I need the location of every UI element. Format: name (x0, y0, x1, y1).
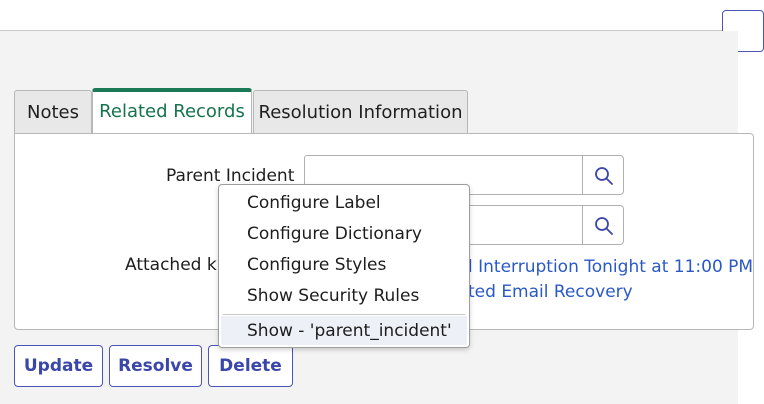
field-context-menu: Configure Label Configure Dictionary Con… (218, 184, 470, 348)
attached-kb-link[interactable]: l Interruption Tonight at 11:00 PM (468, 257, 754, 277)
tab-resolution-information[interactable]: Resolution Information (253, 90, 468, 134)
header-bar (0, 0, 738, 31)
parent-incident-label: Parent Incident (166, 166, 295, 186)
search-icon (595, 217, 613, 235)
resolve-button[interactable]: Resolve (109, 345, 202, 387)
related-reference-lookup-button[interactable] (582, 205, 624, 245)
menu-item-highlight (221, 316, 467, 345)
tab-notes[interactable]: Notes (14, 90, 92, 134)
tab-related-records[interactable]: Related Records (92, 88, 252, 135)
delete-button[interactable]: Delete (208, 345, 293, 387)
search-icon (595, 167, 613, 185)
menu-item-configure-label[interactable]: Configure Label (247, 193, 381, 213)
attached-kb-link[interactable]: ted Email Recovery (468, 282, 633, 302)
menu-item-configure-styles[interactable]: Configure Styles (247, 255, 387, 275)
menu-separator (223, 314, 465, 315)
menu-item-show-security-rules[interactable]: Show Security Rules (247, 286, 420, 306)
parent-incident-lookup-button[interactable] (582, 155, 624, 195)
menu-item-configure-dictionary[interactable]: Configure Dictionary (247, 224, 422, 244)
menu-item-show-field-name[interactable]: Show - 'parent_incident' (247, 321, 452, 341)
attached-knowledge-label: Attached kr (125, 255, 224, 275)
update-button[interactable]: Update (14, 345, 103, 387)
